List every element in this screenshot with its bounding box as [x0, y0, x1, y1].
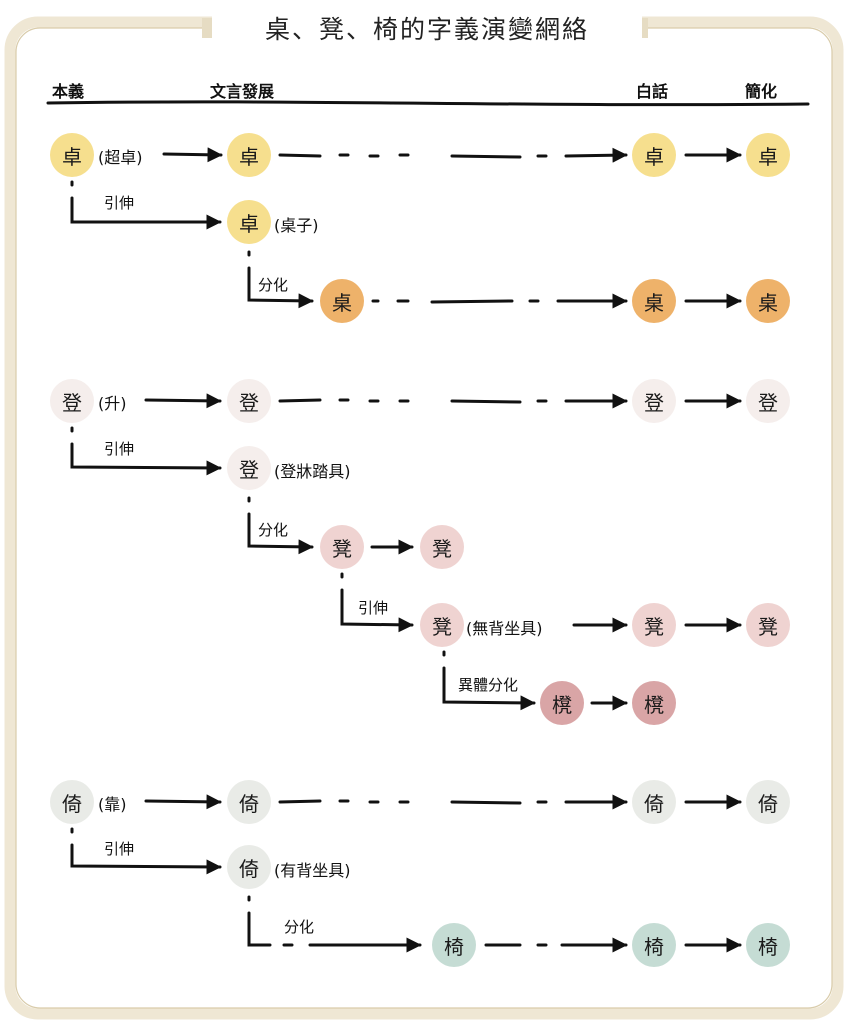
- header-jianhua: 簡化: [745, 82, 778, 101]
- title-banner: 桌、凳、椅的字義演變網絡: [212, 8, 642, 48]
- arrow-zhuo-tab-bai: [371, 301, 626, 302]
- node-yi-orig: 倚: [50, 780, 94, 824]
- arrow-deng-yinshen: [70, 426, 220, 468]
- node-yi-jian: 倚: [746, 780, 790, 824]
- arrow-deng-yinshen2: [340, 572, 412, 625]
- node-deng-orig: 登: [50, 379, 94, 423]
- node-deng-stool-jian: 凳: [746, 603, 790, 647]
- node-deng-stool3: 凳: [420, 603, 464, 647]
- node-deng-bai: 登: [632, 379, 676, 423]
- node-yi-chair-bai: 椅: [632, 923, 676, 967]
- label-yi-yinshen: 引伸: [104, 840, 135, 858]
- node-yi-wen: 倚: [227, 780, 271, 824]
- gloss-yi-orig: (靠): [98, 795, 127, 814]
- node-zhuo-tab-bai: 桌: [632, 279, 676, 323]
- node-yi-chair: 椅: [432, 923, 476, 967]
- arrow-zhuo-wen-bai: [278, 155, 626, 157]
- node-deng-wen: 登: [227, 379, 271, 423]
- node-zhuo-jian: 卓: [746, 133, 790, 177]
- node-deng-stool-bai: 凳: [632, 603, 676, 647]
- arrow-zhuo-fenhua: [247, 250, 312, 301]
- header-benyi: 本義: [52, 82, 85, 101]
- gloss-deng-orig: (升): [98, 394, 127, 413]
- label-deng-yinshen: 引伸: [104, 440, 135, 458]
- gloss-zhuo-orig: (超卓): [98, 148, 143, 167]
- gloss-deng-stool3: (無背坐具): [466, 619, 543, 638]
- node-zhuo-orig: 卓: [50, 133, 94, 177]
- header-rule: [46, 100, 810, 107]
- header-baihua: 白話: [636, 82, 669, 101]
- gloss-zhuo-ext: (桌子): [274, 216, 319, 235]
- gloss-deng-ext: (登牀踏具): [274, 462, 351, 481]
- node-yi-chair-jian: 椅: [746, 923, 790, 967]
- node-zhuo-tab: 桌: [320, 279, 364, 323]
- node-zhuo-bai: 卓: [632, 133, 676, 177]
- header-wenyan: 文言發展: [210, 82, 275, 101]
- arrow-yi-yinshen: [70, 827, 220, 867]
- arrow-deng-fenhua: [247, 496, 312, 547]
- label-zhuo-yinshen: 引伸: [104, 194, 135, 212]
- arrow-yi-orig-wen: [144, 794, 222, 810]
- node-yi-bai: 倚: [632, 780, 676, 824]
- node-zhuo-tab-jian: 桌: [746, 279, 790, 323]
- node-deng-stool2: 凳: [420, 525, 464, 569]
- arrow-zhuo-yinshen: [70, 180, 220, 222]
- label-deng-fenhua: 分化: [258, 521, 289, 539]
- label-deng-var: 異體分化: [458, 676, 519, 694]
- node-deng-jian: 登: [746, 379, 790, 423]
- label-deng-yinshen2: 引伸: [358, 599, 389, 617]
- arrow-deng-orig-wen: [144, 393, 222, 409]
- arrow-deng-wen-bai: [278, 400, 626, 402]
- label-yi-fenhua: 分化: [284, 918, 315, 936]
- node-deng-ext: 登: [227, 446, 271, 490]
- node-zhuo-wen: 卓: [227, 133, 271, 177]
- arrow-zhuo-orig-wen: [162, 147, 223, 163]
- arrow-deng-var: [442, 650, 534, 703]
- arrow-yi-fenhua: [247, 895, 420, 945]
- page-title: 桌、凳、椅的字義演變網絡: [264, 15, 589, 44]
- node-deng-var2: 櫈: [632, 681, 676, 725]
- node-deng-var1: 櫈: [540, 681, 584, 725]
- label-zhuo-fenhua: 分化: [258, 276, 289, 294]
- node-zhuo-ext: 卓: [227, 200, 271, 244]
- node-deng-stool1: 凳: [320, 525, 364, 569]
- arrow-yi-wen-bai: [278, 801, 626, 803]
- gloss-yi-ext: (有背坐具): [274, 861, 351, 880]
- node-yi-ext: 倚: [227, 845, 271, 889]
